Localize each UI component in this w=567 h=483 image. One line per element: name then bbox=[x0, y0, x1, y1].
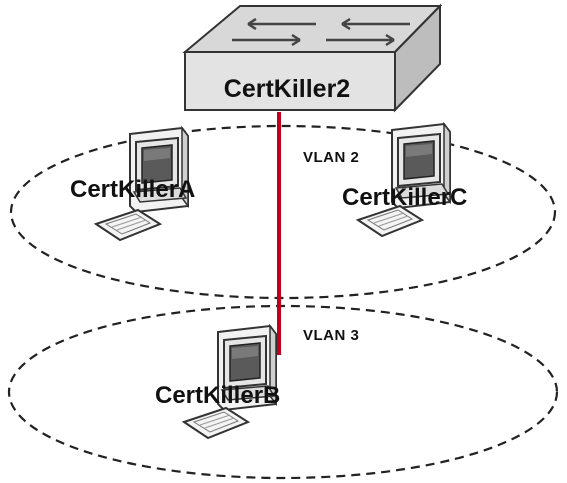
workstation-c-icon bbox=[357, 123, 451, 237]
vlan3-boundary bbox=[7, 304, 559, 480]
host-label-c: CertKillerC bbox=[342, 184, 467, 211]
switch-icon bbox=[182, 3, 443, 113]
vlan2-boundary bbox=[9, 124, 557, 300]
host-label-a: CertKillerA bbox=[70, 176, 195, 203]
vlan2-label: VLAN 2 bbox=[303, 149, 359, 166]
host-label-b: CertKillerB bbox=[155, 382, 280, 409]
vlan3-label: VLAN 3 bbox=[303, 327, 359, 344]
switch-label: CertKiller2 bbox=[224, 75, 350, 103]
